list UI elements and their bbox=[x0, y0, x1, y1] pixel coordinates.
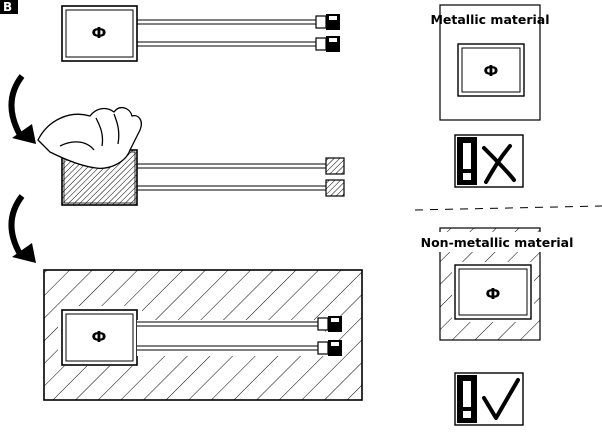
connector-plug-icon bbox=[325, 157, 345, 175]
step-2-inserting bbox=[37, 106, 345, 206]
power-icon: Ф bbox=[484, 62, 499, 80]
controller-box bbox=[454, 264, 532, 320]
exclamation-icon bbox=[463, 381, 471, 407]
cross-mark-icon bbox=[482, 144, 516, 184]
connector-plug-icon bbox=[317, 316, 342, 332]
non-metallic-panel: Non-metallic material Ф bbox=[413, 227, 583, 341]
section-divider bbox=[414, 205, 602, 211]
controller-box bbox=[61, 5, 138, 62]
connector-plug-icon bbox=[315, 14, 340, 30]
step-3-installed: Ф bbox=[43, 269, 363, 401]
hand-icon bbox=[37, 106, 142, 169]
metallic-label: Metallic material bbox=[430, 12, 549, 27]
check-mark-icon bbox=[482, 378, 520, 420]
power-icon: Ф bbox=[92, 328, 107, 346]
exclamation-icon bbox=[463, 143, 471, 169]
power-icon: Ф bbox=[486, 285, 501, 303]
step-1-device: Ф bbox=[61, 5, 340, 62]
power-icon: Ф bbox=[92, 24, 107, 42]
step-badge: B bbox=[0, 0, 18, 14]
cable-pair bbox=[137, 19, 316, 47]
rotate-arrow-icon bbox=[8, 194, 36, 263]
cable-pair bbox=[137, 163, 326, 191]
warning-not-allowed bbox=[454, 134, 524, 188]
cable-pair bbox=[137, 321, 318, 351]
step-badge-label: B bbox=[3, 0, 12, 14]
connector-plug-icon bbox=[315, 36, 340, 52]
rotate-arrow-icon bbox=[8, 74, 36, 144]
non-metallic-label: Non-metallic material bbox=[421, 235, 574, 250]
controller-box bbox=[457, 43, 525, 97]
controller-box bbox=[61, 309, 138, 366]
connector-plug-icon bbox=[317, 340, 342, 356]
controller-inner-frame bbox=[65, 9, 134, 58]
warning-allowed bbox=[454, 372, 524, 426]
connector-plug-icon bbox=[325, 179, 345, 197]
metallic-panel: Metallic material Ф bbox=[430, 4, 550, 121]
